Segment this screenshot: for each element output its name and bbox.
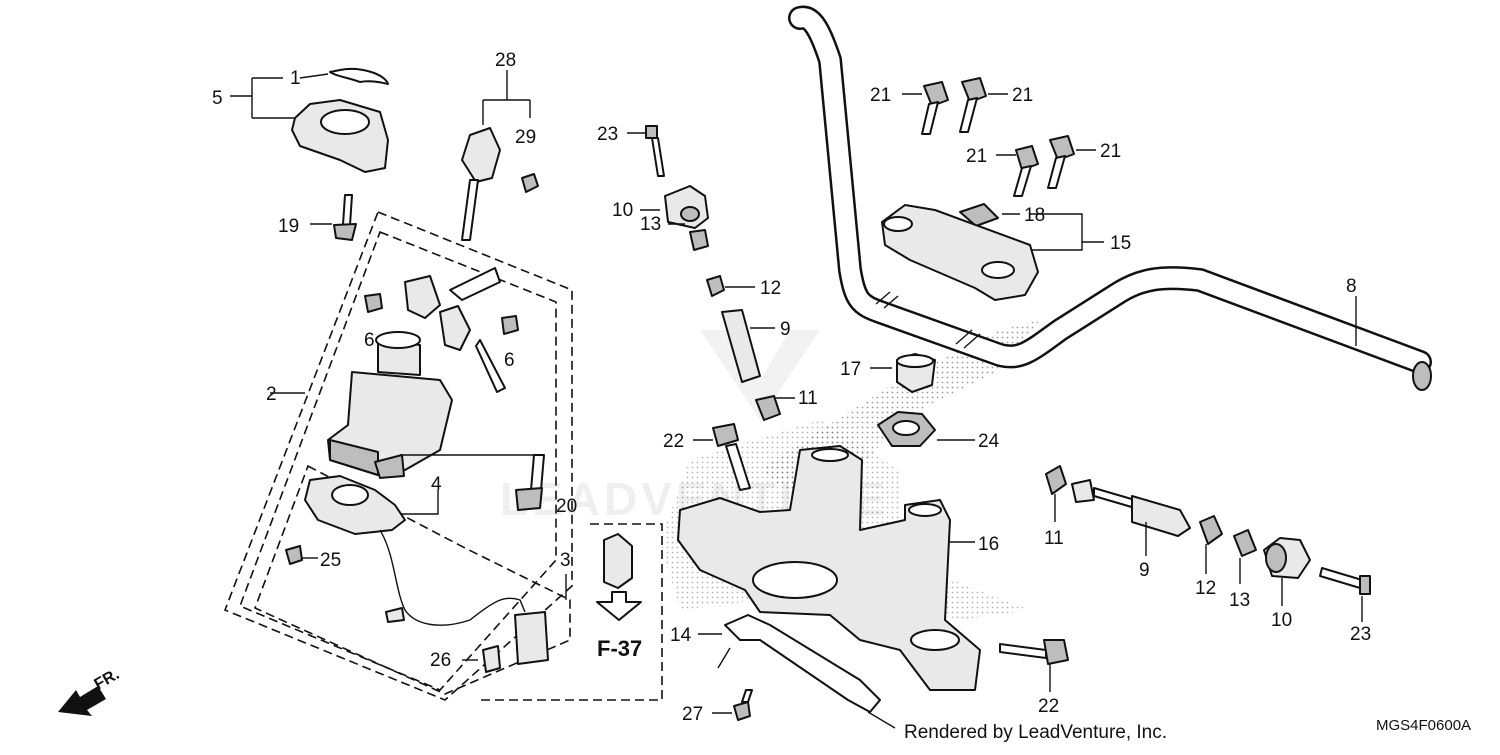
- callout-21-a: 21: [870, 85, 891, 106]
- nut-11-top-part: [755, 395, 781, 421]
- credit-text: Rendered by LeadVenture, Inc.: [904, 722, 1167, 743]
- callout-14: 14: [670, 625, 692, 646]
- top-bridge-part: [677, 445, 981, 691]
- callout-18: 18: [1024, 205, 1045, 226]
- callout-29: 29: [515, 127, 536, 148]
- callout-5: 5: [212, 88, 223, 109]
- callout-21-b: 21: [1012, 85, 1033, 106]
- callout-16: 16: [978, 534, 999, 555]
- callout-3: 3: [560, 550, 571, 571]
- callout-25: 25: [320, 550, 341, 571]
- bolt-27-part: [733, 701, 751, 721]
- callout-24: 24: [978, 431, 1000, 452]
- pin-9-top-part: [721, 309, 761, 383]
- callout-15: 15: [1110, 233, 1131, 254]
- callout-8: 8: [1346, 276, 1357, 297]
- nut-6-left-part: [364, 293, 383, 313]
- ignition-switch-part: [327, 267, 506, 479]
- rubber-12-right-part: [1199, 515, 1223, 545]
- callout-12-right: 12: [1195, 578, 1216, 599]
- callout-19: 19: [278, 216, 299, 237]
- callout-26: 26: [430, 650, 451, 671]
- bolt-22-bottom-part: [999, 639, 1069, 665]
- callout-28: 28: [495, 50, 516, 71]
- callout-2: 2: [266, 384, 277, 405]
- callout-23-right: 23: [1350, 624, 1371, 645]
- reference-f37: F-37: [597, 636, 642, 661]
- nut-6-right-part: [501, 315, 519, 335]
- key-head-part: [461, 127, 501, 183]
- callout-labels: 1 5 28 29 19 6 6 2 4 20 25 3 26 23 10 13…: [212, 50, 1371, 725]
- holder-bolt-21-a: [902, 81, 949, 135]
- pin-9-right-part: [1071, 479, 1191, 537]
- callout-13-right: 13: [1229, 590, 1250, 611]
- front-direction-arrow: [58, 686, 106, 716]
- rubber-12-top-part: [706, 275, 725, 297]
- f37-reference-part: [596, 533, 642, 621]
- callout-23-top: 23: [597, 124, 618, 145]
- callout-9-top: 9: [780, 319, 791, 340]
- clip-26-part: [482, 645, 501, 673]
- bar-end-weight-right-part: [1263, 537, 1311, 579]
- callout-4: 4: [431, 474, 442, 495]
- holder-bolt-21-b: [959, 77, 1008, 133]
- callout-27: 27: [682, 704, 703, 725]
- bolt-19-part: [333, 223, 357, 241]
- switch-harness-part: [304, 475, 549, 665]
- holder-bolt-21-c: [996, 145, 1039, 197]
- callout-6-right: 6: [504, 350, 515, 371]
- diagram-code: MGS4F0600A: [1376, 717, 1471, 734]
- collar-13-right-part: [1233, 529, 1257, 557]
- screw-23-top-part: [651, 137, 665, 177]
- bolt-22-top-part: [725, 443, 751, 491]
- holder-bolt-21-d: [1047, 135, 1096, 189]
- handlebar-part: [788, 5, 1432, 391]
- circlip-part: [329, 68, 389, 85]
- callout-1: 1: [290, 68, 301, 89]
- upper-holder-15-part: [881, 204, 1039, 301]
- screw-25-part: [285, 545, 303, 565]
- callout-6-left: 6: [364, 330, 375, 351]
- callout-17: 17: [840, 359, 861, 380]
- bolt-20-part: [515, 487, 543, 511]
- callout-21-d: 21: [1100, 141, 1121, 162]
- callout-21-c: 21: [966, 146, 987, 167]
- nut-11-right-part: [1045, 465, 1067, 495]
- callout-22-bottom: 22: [1038, 696, 1059, 717]
- callout-20: 20: [556, 496, 577, 517]
- key-cap-part: [521, 173, 539, 193]
- collar-13-top-part: [689, 229, 709, 251]
- callout-11-top: 11: [798, 388, 818, 409]
- callout-22-top: 22: [663, 431, 684, 452]
- bracket-14-part: [717, 614, 896, 729]
- callout-10-top: 10: [612, 200, 633, 221]
- callout-9-right: 9: [1139, 560, 1150, 581]
- callout-10-right: 10: [1271, 610, 1292, 631]
- screw-23-right-part: [1319, 567, 1371, 595]
- callout-12-top: 12: [760, 278, 781, 299]
- callout-11-right: 11: [1044, 528, 1064, 549]
- callout-13-top: 13: [640, 214, 661, 235]
- assembly-outline-2: [223, 210, 573, 701]
- plate-18-part: [959, 203, 999, 227]
